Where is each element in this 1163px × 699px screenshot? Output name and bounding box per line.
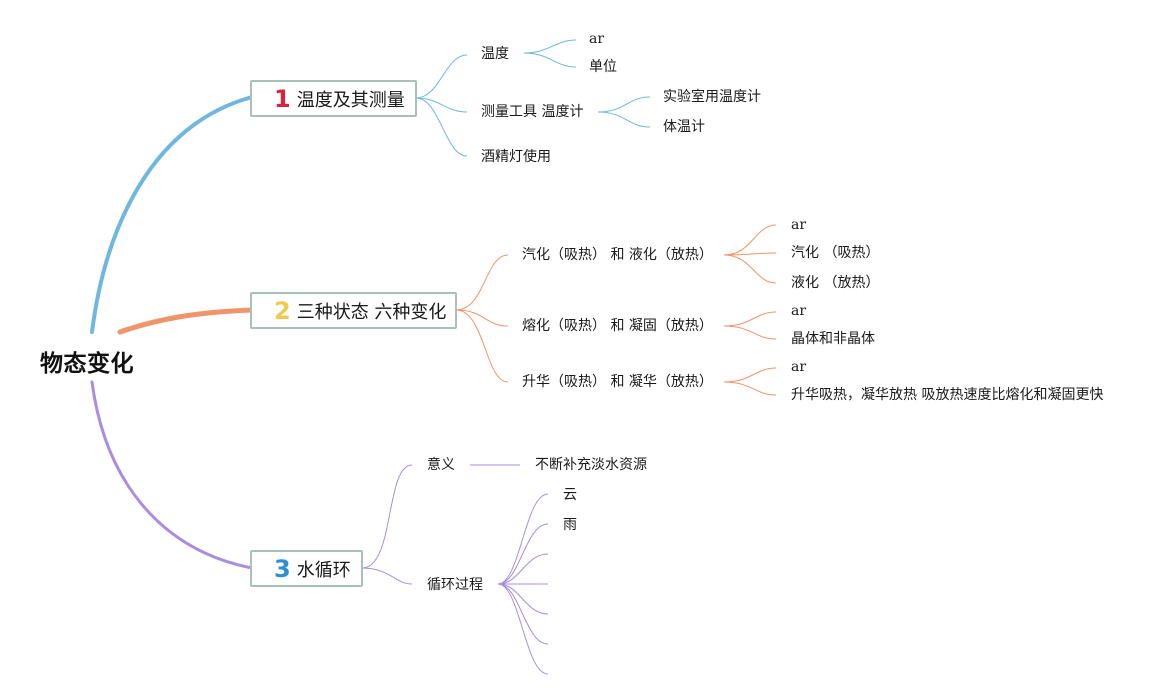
- leaf-sublimate-note[interactable]: 升华吸热，凝华放热 吸放热速度比熔化和凝固更快: [791, 387, 1104, 403]
- link: [597, 111, 651, 128]
- subtopic-temperature[interactable]: 温度: [481, 46, 509, 62]
- branch-2-links: [455, 224, 777, 396]
- link: [723, 311, 777, 327]
- link: [497, 553, 549, 585]
- link: [497, 493, 549, 585]
- link: [497, 523, 549, 585]
- branch-1-links: [415, 39, 651, 157]
- leaf-liquefy[interactable]: 液化 （放热）: [791, 275, 880, 291]
- branch-1-label: 温度及其测量: [296, 89, 405, 111]
- leaf-sublimate-ar[interactable]: ar: [791, 359, 807, 375]
- link: [361, 567, 413, 585]
- subtopic-vaporize-liquefy[interactable]: 汽化（吸热） 和 液化（放热）: [522, 247, 713, 263]
- subtopic-thermometer[interactable]: 测量工具 温度计: [481, 104, 584, 120]
- link: [723, 367, 777, 383]
- link: [597, 96, 651, 113]
- leaf-vaporize[interactable]: 汽化 （吸热）: [791, 245, 880, 261]
- subtopic-melt-solidify[interactable]: 熔化（吸热） 和 凝固（放热）: [522, 318, 713, 334]
- link: [723, 252, 777, 256]
- leaf-temperature-unit[interactable]: 单位: [589, 59, 617, 75]
- link: [523, 39, 577, 54]
- leaf-lab-thermometer[interactable]: 实验室用温度计: [663, 89, 761, 105]
- link: [723, 381, 777, 396]
- branch-1-topic[interactable]: 1 温度及其测量: [250, 80, 417, 117]
- link: [455, 254, 509, 311]
- link: [361, 464, 413, 569]
- leaf-body-thermometer[interactable]: 体温计: [663, 119, 705, 135]
- root-link-2: [117, 307, 255, 335]
- leaf-rain[interactable]: 雨: [563, 517, 577, 533]
- root-topic[interactable]: 物态变化: [40, 351, 134, 377]
- branch-2-number: 2: [274, 296, 291, 325]
- link: [723, 325, 777, 340]
- branch-3-number: 3: [274, 554, 291, 583]
- link: [415, 97, 468, 157]
- link: [497, 583, 549, 615]
- link: [497, 583, 549, 675]
- subtopic-sublimate-deposit[interactable]: 升华（吸热） 和 凝华（放热）: [522, 374, 713, 390]
- leaf-crystal[interactable]: 晶体和非晶体: [791, 331, 875, 347]
- branch-1-number: 1: [274, 84, 291, 113]
- subtopic-alcohol-lamp[interactable]: 酒精灯使用: [481, 149, 551, 165]
- leaf-temperature-ar[interactable]: ar: [589, 31, 605, 47]
- subtopic-cycle-process[interactable]: 循环过程: [427, 577, 483, 593]
- leaf-replenish-water[interactable]: 不断补充淡水资源: [535, 457, 647, 473]
- leaf-vaporize-ar[interactable]: ar: [791, 217, 807, 233]
- link: [415, 97, 468, 113]
- leaf-melt-ar[interactable]: ar: [791, 303, 807, 319]
- root-link-1: [90, 95, 254, 334]
- branch-2-label: 三种状态 六种变化: [296, 301, 447, 323]
- link: [455, 309, 509, 327]
- branch-3-links: [361, 464, 549, 675]
- link: [415, 54, 468, 99]
- link: [455, 309, 509, 383]
- link: [523, 52, 577, 68]
- link: [497, 583, 549, 645]
- subtopic-significance[interactable]: 意义: [427, 457, 455, 473]
- branch-3-label: 水循环: [296, 559, 351, 581]
- link: [723, 254, 777, 284]
- link: [723, 224, 777, 256]
- branch-2-topic[interactable]: 2 三种状态 六种变化: [250, 292, 457, 329]
- root-link-3: [90, 380, 254, 570]
- leaf-cloud[interactable]: 云: [563, 487, 577, 503]
- branch-3-topic[interactable]: 3 水循环: [250, 550, 363, 587]
